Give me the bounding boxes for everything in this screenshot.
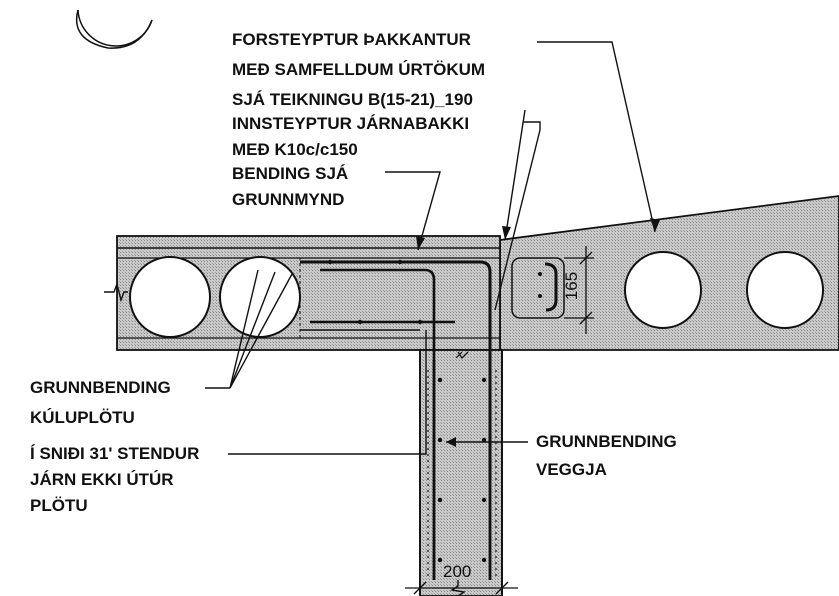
label-kuluplotu: KÚLUPLÖTU <box>30 408 135 427</box>
slab-top-rebar <box>300 260 492 480</box>
label-innsteyptur-jarnabakki: INNSTEYPTUR JÁRNABAKKI <box>232 114 470 133</box>
label-i-snidi-31: Í SNIÐI 31' STENDUR <box>30 444 200 463</box>
leader-lines <box>205 41 656 455</box>
rebar-dots <box>327 259 542 563</box>
edge-void-2 <box>746 251 824 329</box>
slab-break-mark <box>104 281 128 303</box>
label-plotu: PLÖTU <box>30 496 88 515</box>
label-grunnmynd: GRUNNMYND <box>232 190 345 209</box>
label-bending-sja: BENDING SJÁ <box>232 164 349 183</box>
edge-pocket <box>511 257 565 319</box>
label-sja-teikningu: SJÁ TEIKNINGU B(15-21)_190 <box>232 90 473 109</box>
label-forsteyptur-thakkantur: FORSTEYPTUR ÞAKKANTUR <box>232 30 471 49</box>
arrowhead <box>650 218 660 232</box>
label-jarn-ekki-utur: JÁRN EKKI ÚTÚR <box>30 470 174 489</box>
wall-break-mark <box>450 580 466 596</box>
slab-top-rebar-2 <box>320 268 436 360</box>
dimension-165: 165 <box>562 271 582 301</box>
label-samfelldum-urtokum: MEÐ SAMFELLDUM ÚRTÖKUM <box>232 60 486 79</box>
edge-depth-dimension <box>564 246 594 334</box>
edge-pocket-rebar <box>544 262 558 312</box>
label-veggja: VEGGJA <box>536 460 607 479</box>
label-grunnbending-slab: GRUNNBENDING <box>30 378 171 397</box>
slab-void-1 <box>129 256 211 338</box>
edge-void-1 <box>624 251 702 329</box>
wall-width-dimension <box>405 580 518 596</box>
rebar-tray-box <box>299 257 501 339</box>
slab-void-2 <box>219 256 301 338</box>
label-k10c: MEÐ K10c/c150 <box>232 140 358 159</box>
dimension-200: 200 <box>443 562 472 581</box>
label-grunnbending-wall: GRUNNBENDING <box>536 432 677 451</box>
